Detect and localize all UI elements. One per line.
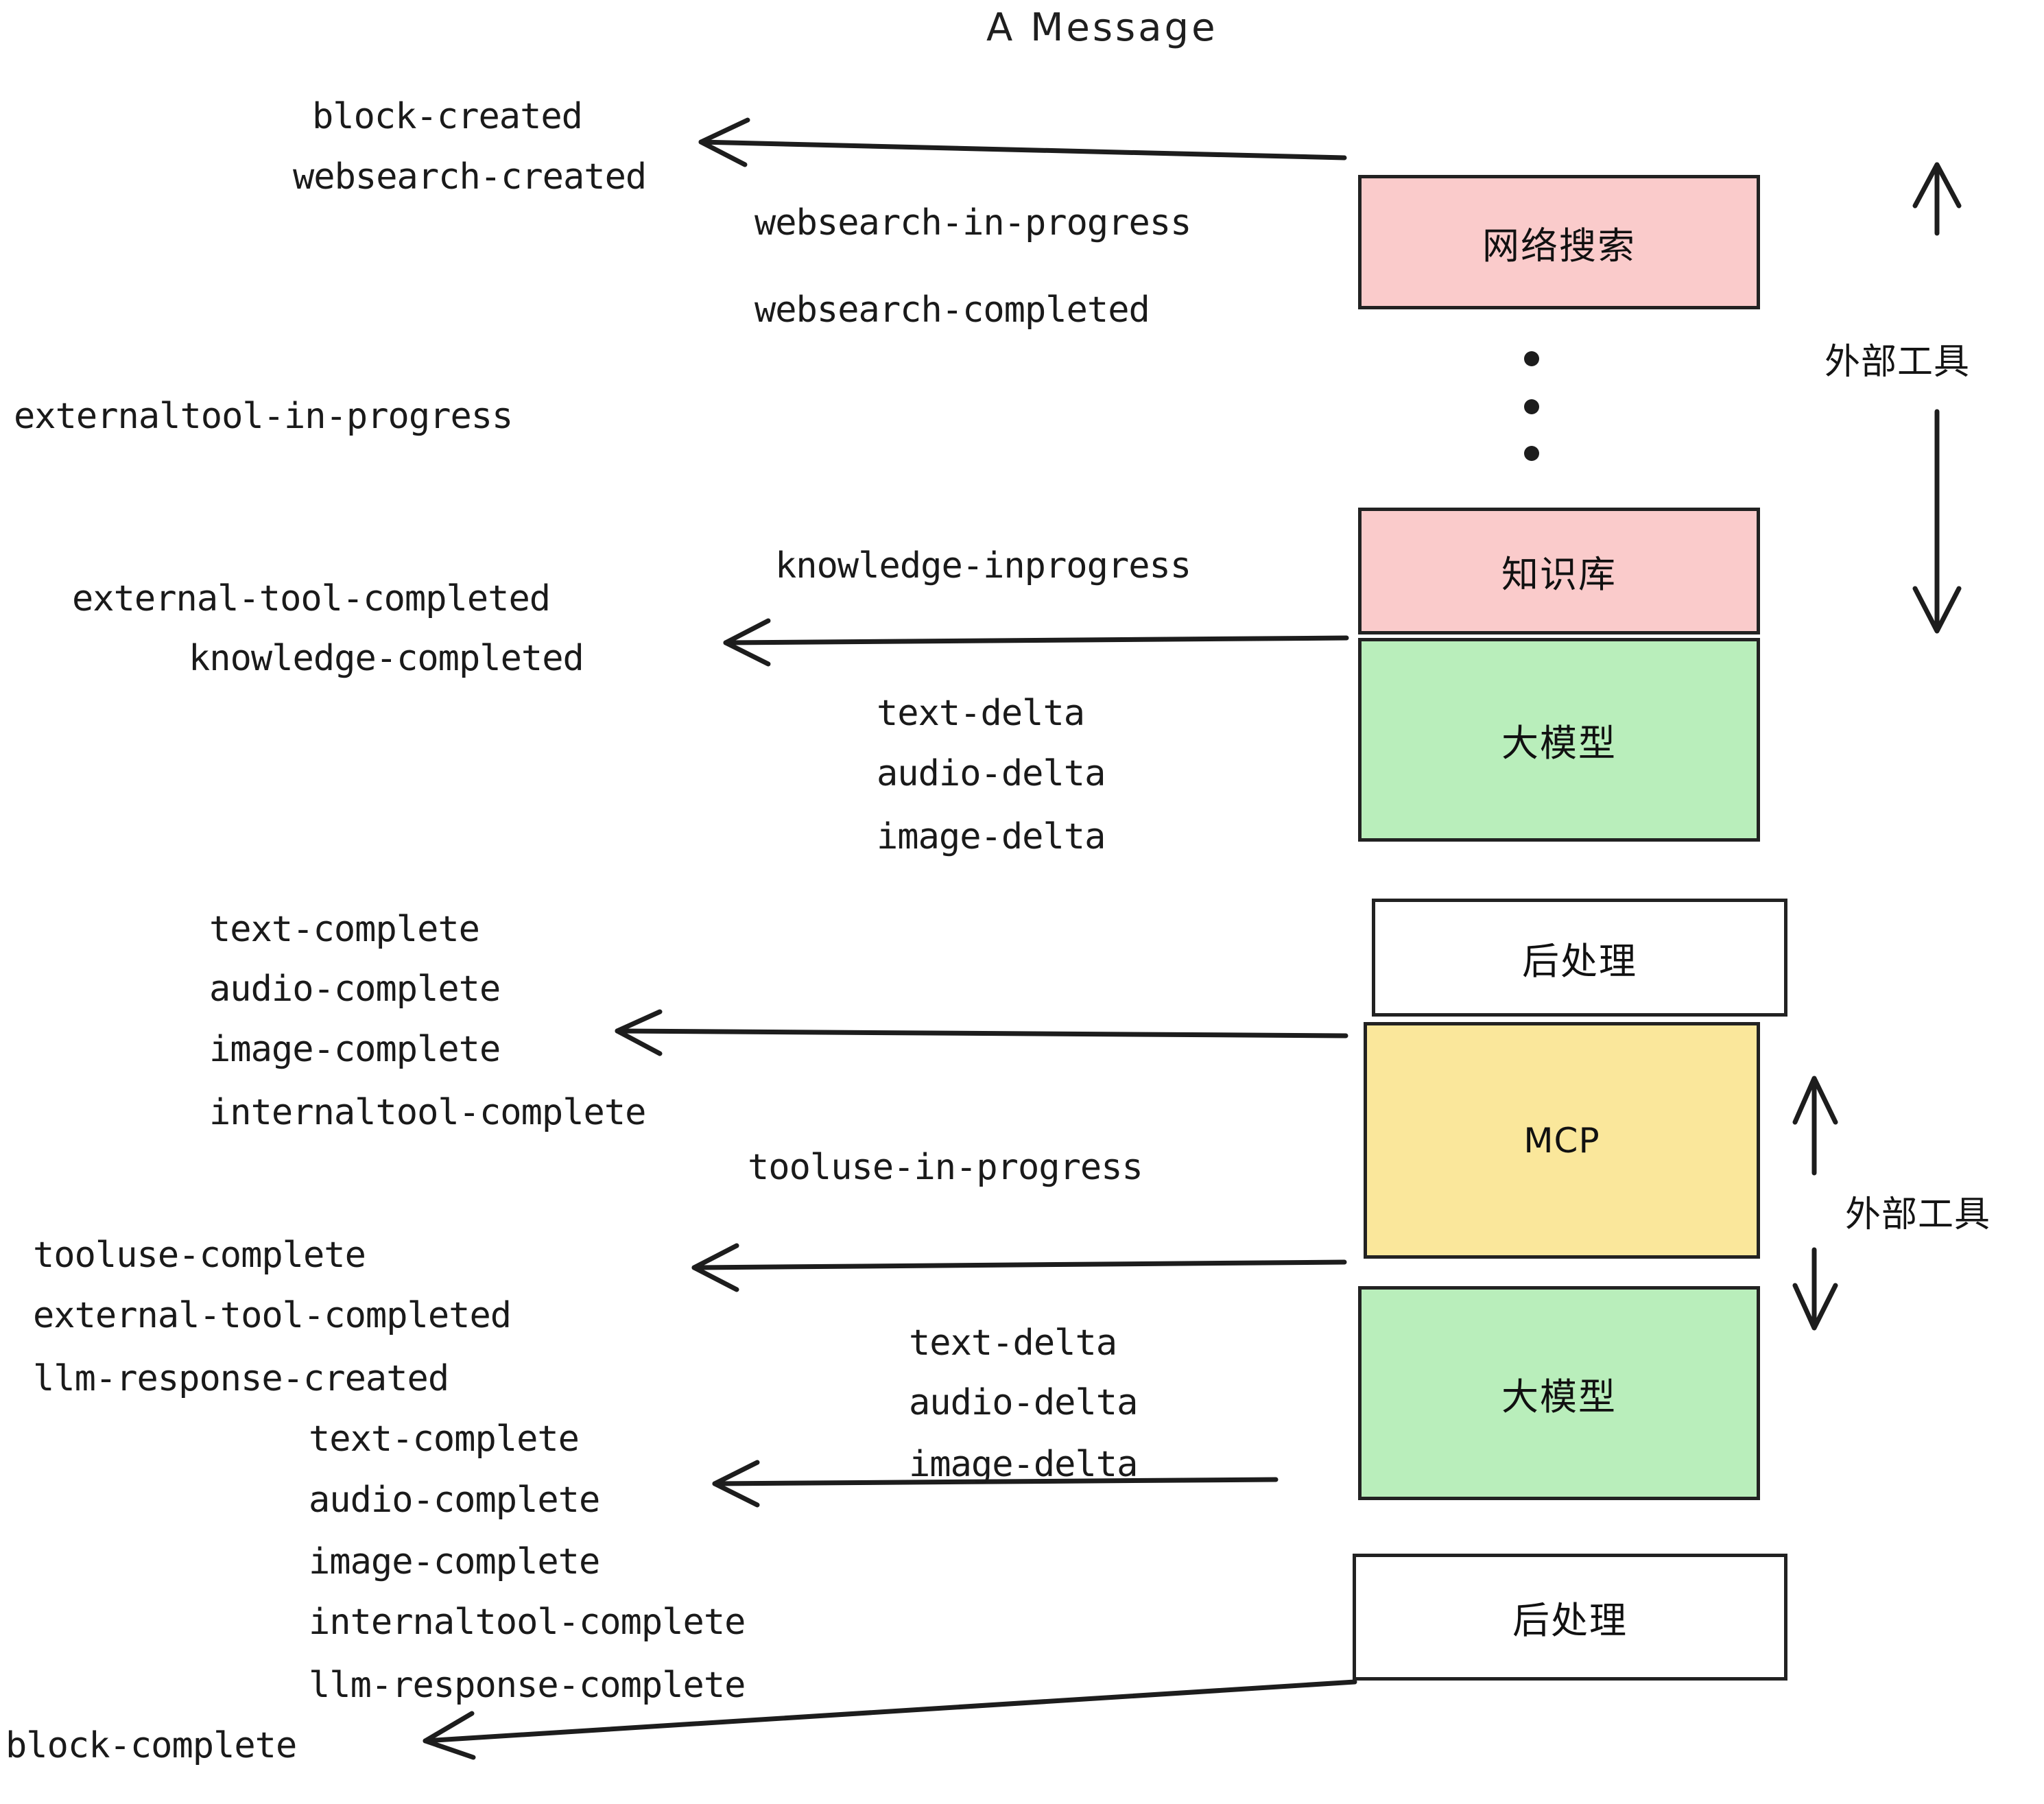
event-audio-delta-2: audio-delta	[909, 1382, 1138, 1423]
event-llm-response-created: llm-response-created	[33, 1358, 449, 1399]
node-knowledge-label: 知识库	[1501, 553, 1617, 596]
event-externaltool-in-progress: externaltool-in-progress	[14, 396, 513, 437]
event-llm-response-complete: llm-response-complete	[309, 1665, 746, 1706]
event-tooluse-complete: tooluse-complete	[33, 1235, 366, 1276]
node-post-process-1[interactable]: 后处理	[1372, 899, 1787, 1017]
arrowhead-external-bottom-up	[1792, 1076, 1838, 1125]
page-title: A Message	[986, 5, 1218, 50]
event-block-complete: block-complete	[5, 1725, 297, 1766]
event-text-complete-1: text-complete	[209, 909, 480, 950]
arrowhead-knowledge-completed	[723, 618, 771, 667]
event-audio-complete-1: audio-complete	[209, 969, 501, 1010]
event-audio-delta-1: audio-delta	[877, 753, 1106, 794]
edge-post1-to-image-complete	[615, 1028, 1348, 1039]
event-internaltool-complete-2: internaltool-complete	[309, 1602, 746, 1643]
event-tooluse-in-progress: tooluse-in-progress	[748, 1147, 1143, 1188]
node-llm-2[interactable]: 大模型	[1358, 1286, 1760, 1500]
event-block-created: block-created	[312, 96, 583, 137]
arrowhead-audio-complete	[712, 1460, 760, 1508]
node-llm-1[interactable]: 大模型	[1358, 638, 1760, 842]
ellipsis-dot	[1524, 399, 1539, 414]
node-post-process-2[interactable]: 后处理	[1353, 1554, 1787, 1681]
event-audio-complete-2: audio-complete	[309, 1480, 600, 1521]
event-external-tool-completed-1: external-tool-completed	[72, 578, 551, 619]
node-llm-1-label: 大模型	[1501, 722, 1617, 765]
edge-websearch-to-block-created	[698, 139, 1347, 161]
arrowhead-tooluse-complete	[691, 1243, 739, 1292]
node-mcp-label: MCP	[1523, 1120, 1600, 1161]
ellipsis-dot	[1524, 351, 1539, 366]
event-external-tool-completed-2: external-tool-completed	[33, 1295, 512, 1336]
event-websearch-completed: websearch-completed	[754, 289, 1150, 331]
node-websearch[interactable]: 网络搜索	[1358, 175, 1760, 309]
arrowhead-external-top-up	[1912, 162, 1962, 209]
node-websearch-label: 网络搜索	[1482, 224, 1636, 268]
arrowhead-external-top-down	[1912, 586, 1962, 634]
event-websearch-in-progress: websearch-in-progress	[754, 202, 1191, 244]
event-text-complete-2: text-complete	[309, 1419, 580, 1460]
event-websearch-created: websearch-created	[293, 156, 647, 198]
arrowhead-block-complete	[423, 1711, 476, 1760]
event-image-delta-1: image-delta	[877, 816, 1106, 857]
node-post-process-1-label: 后处理	[1522, 939, 1637, 983]
arrowhead-image-complete	[615, 1009, 663, 1056]
event-image-complete-2: image-complete	[309, 1541, 600, 1582]
event-internaltool-complete-1: internaltool-complete	[209, 1092, 646, 1133]
edge-knowledge-to-knowledge-completed	[723, 635, 1349, 645]
node-llm-2-label: 大模型	[1501, 1375, 1617, 1419]
event-image-delta-2: image-delta	[909, 1444, 1138, 1485]
edge-mcp-to-tooluse-complete	[691, 1259, 1347, 1270]
ellipsis-dot	[1524, 446, 1539, 461]
arrowhead-external-bottom-down	[1792, 1283, 1838, 1331]
vertical-ellipsis-icon	[1524, 343, 1552, 466]
event-knowledge-completed: knowledge-completed	[189, 638, 584, 679]
group-label-external-tools-bottom: 外部工具	[1845, 1194, 1991, 1235]
group-label-external-tools-top: 外部工具	[1825, 342, 1971, 383]
event-image-complete-1: image-complete	[209, 1029, 501, 1070]
event-text-delta-2: text-delta	[909, 1322, 1117, 1364]
node-knowledge[interactable]: 知识库	[1358, 508, 1760, 634]
event-text-delta-1: text-delta	[877, 693, 1085, 734]
arrowhead-block-created	[698, 117, 750, 167]
node-post-process-2-label: 后处理	[1512, 1599, 1628, 1642]
event-knowledge-inprogress: knowledge-inprogress	[775, 545, 1191, 586]
node-mcp[interactable]: MCP	[1364, 1022, 1760, 1259]
